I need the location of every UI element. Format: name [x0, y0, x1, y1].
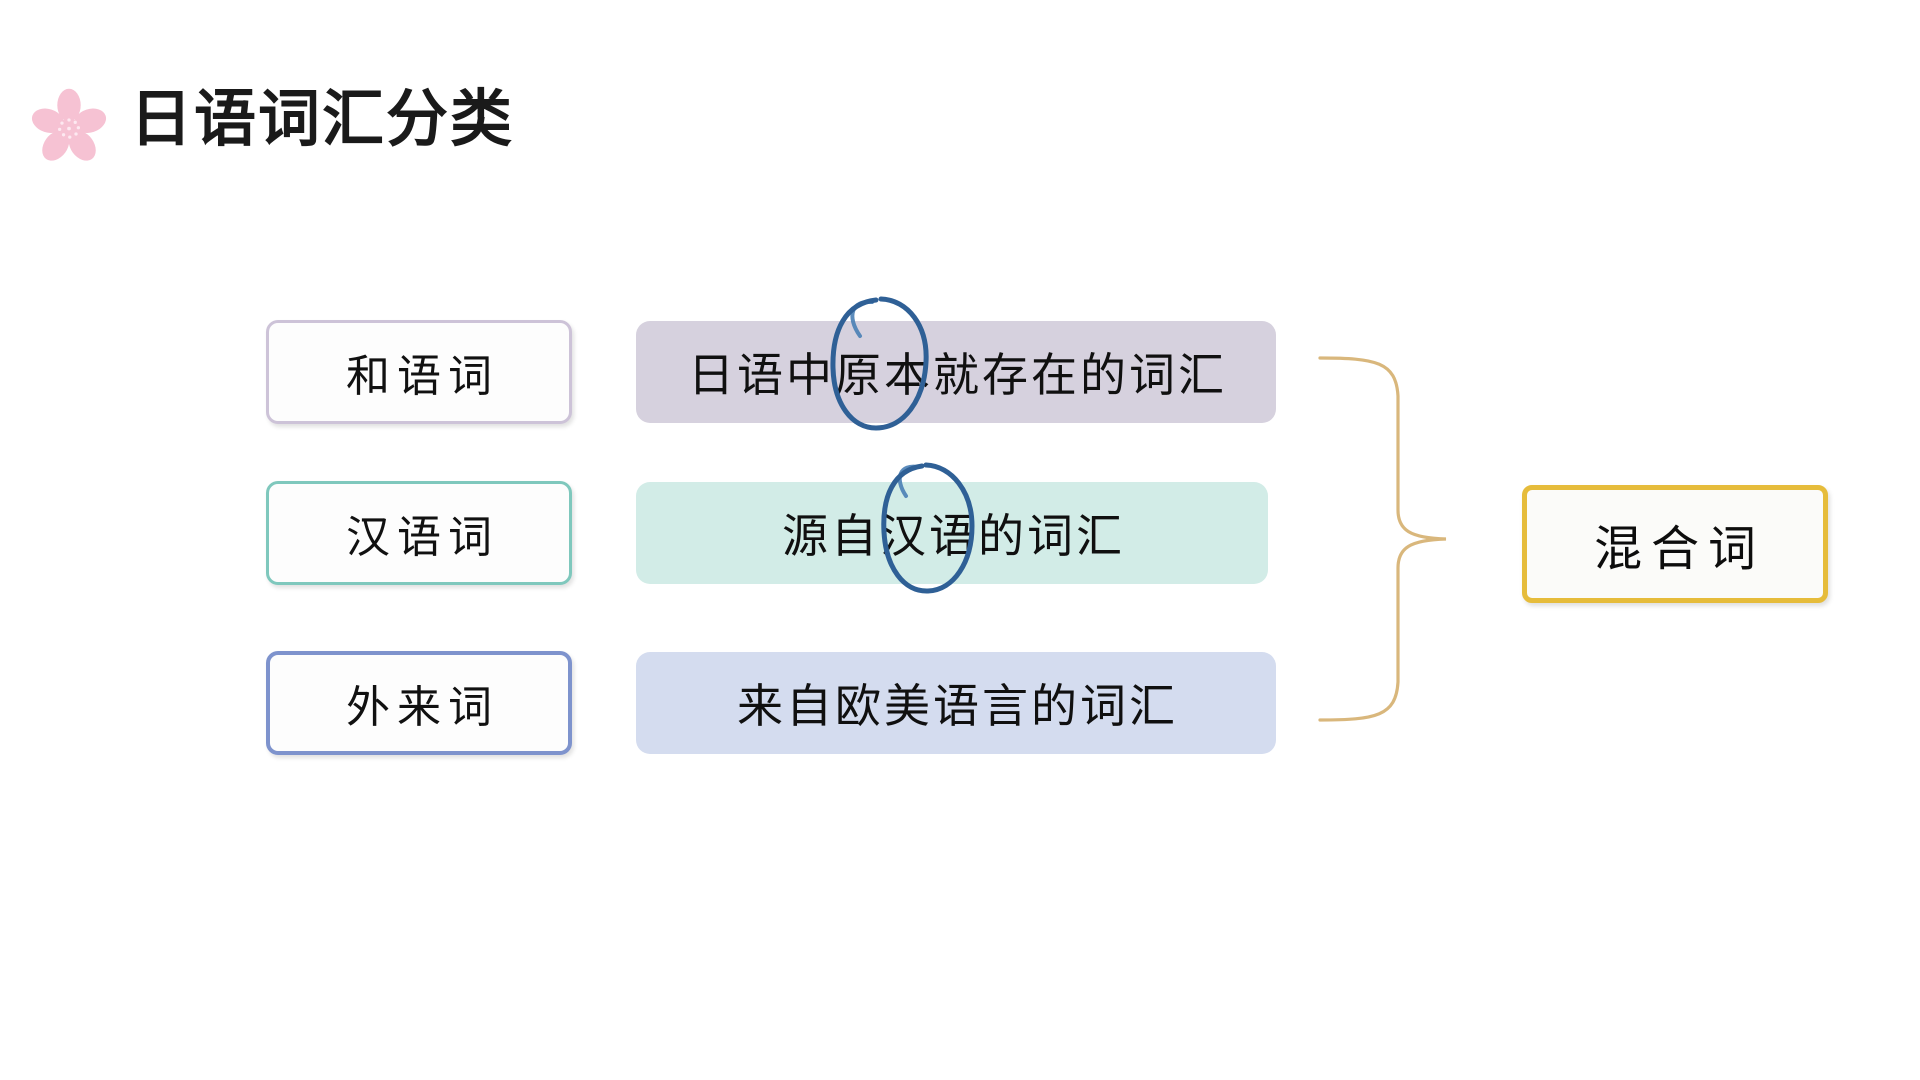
description-pill-wago[interactable]: 日语中原本就存在的词汇 [636, 321, 1276, 423]
diagram-row-kango: 汉语词 源自汉语的词汇 [266, 481, 1286, 585]
category-chip-label: 外来词 [346, 683, 499, 732]
right-pointing-curly-brace-icon [1318, 352, 1478, 724]
sakura-flower-icon [30, 88, 108, 166]
diagram-row-gairaigo: 外来词 来自欧美语言的词汇 [266, 651, 1286, 755]
category-chip-label: 和语词 [346, 352, 499, 401]
description-text: 来自欧美语言的词汇 [737, 681, 1178, 732]
diagram-row-wago: 和语词 日语中原本就存在的词汇 [266, 320, 1286, 424]
description-text: 源自汉语的词汇 [782, 511, 1125, 562]
page-title: 日语词汇分类 [130, 85, 515, 154]
slide-title-row: 日语词汇分类 [30, 72, 514, 168]
category-chip-label: 汉语词 [346, 513, 499, 562]
result-box-mixed-words[interactable]: 混合词 [1522, 485, 1828, 603]
category-chip-wago[interactable]: 和语词 [266, 320, 572, 424]
description-text: 日语中原本就存在的词汇 [688, 350, 1227, 401]
description-pill-kango[interactable]: 源自汉语的词汇 [636, 482, 1268, 584]
description-pill-gairaigo[interactable]: 来自欧美语言的词汇 [636, 652, 1276, 754]
category-chip-kango[interactable]: 汉语词 [266, 481, 572, 585]
category-chip-gairaigo[interactable]: 外来词 [266, 651, 572, 755]
result-label: 混合词 [1593, 523, 1765, 576]
